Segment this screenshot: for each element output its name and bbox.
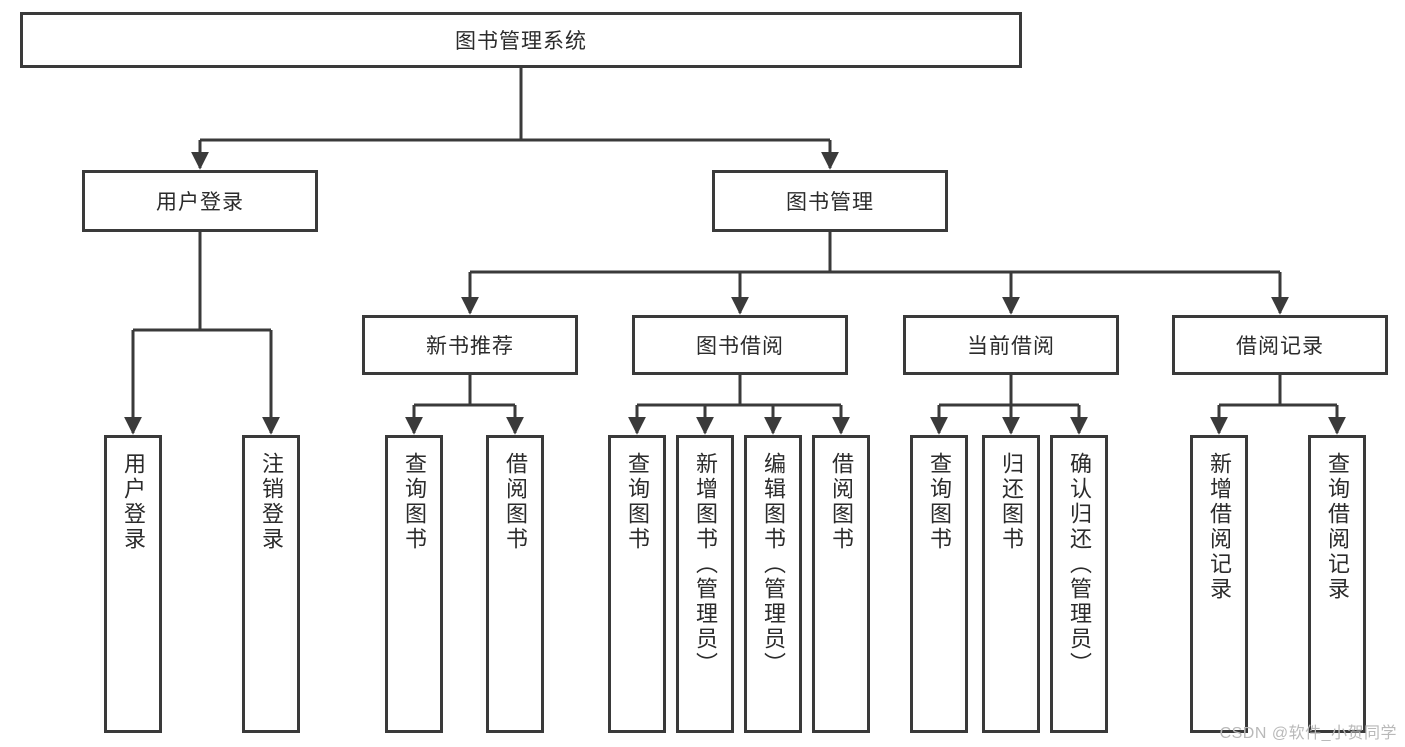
node-label: 图书借阅 [696, 335, 784, 358]
node-leaf-user-login[interactable]: 用户登录 [104, 435, 162, 733]
node-leaf-add-book[interactable]: 新增图书（管理员） [676, 435, 734, 733]
node-label: 图书管理 [786, 191, 874, 214]
node-label: 新书推荐 [426, 335, 514, 358]
node-leaf-add-record[interactable]: 新增借阅记录 [1190, 435, 1248, 733]
node-book-borrow[interactable]: 图书借阅 [632, 315, 848, 375]
node-label: 归还图书 [998, 452, 1024, 552]
node-current-borrow[interactable]: 当前借阅 [903, 315, 1119, 375]
node-user-login[interactable]: 用户登录 [82, 170, 318, 232]
node-label: 查询图书 [401, 452, 427, 552]
node-label: 查询图书 [624, 452, 650, 552]
node-label: 用户登录 [120, 452, 146, 552]
node-root[interactable]: 图书管理系统 [20, 12, 1022, 68]
node-label: 新增借阅记录 [1206, 452, 1232, 602]
node-leaf-edit-book[interactable]: 编辑图书（管理员） [744, 435, 802, 733]
node-leaf-query-book-3[interactable]: 查询图书 [910, 435, 968, 733]
node-label: 图书管理系统 [455, 30, 587, 53]
node-new-book-recommend[interactable]: 新书推荐 [362, 315, 578, 375]
node-leaf-return-book[interactable]: 归还图书 [982, 435, 1040, 733]
node-label: 借阅记录 [1236, 335, 1324, 358]
node-label: 注销登录 [258, 452, 284, 552]
node-leaf-logout[interactable]: 注销登录 [242, 435, 300, 733]
node-label: 编辑图书（管理员） [760, 452, 786, 677]
node-label: 查询借阅记录 [1324, 452, 1350, 602]
csdn-watermark: CSDN @软件_小贺同学 [1219, 725, 1397, 742]
node-book-manage[interactable]: 图书管理 [712, 170, 948, 232]
node-leaf-confirm-return[interactable]: 确认归还（管理员） [1050, 435, 1108, 733]
node-label: 查询图书 [926, 452, 952, 552]
node-label: 用户登录 [156, 191, 244, 214]
node-leaf-borrow-book-2[interactable]: 借阅图书 [812, 435, 870, 733]
node-borrow-record[interactable]: 借阅记录 [1172, 315, 1388, 375]
node-leaf-query-record[interactable]: 查询借阅记录 [1308, 435, 1366, 733]
node-label: 确认归还（管理员） [1066, 452, 1092, 677]
node-leaf-query-book-1[interactable]: 查询图书 [385, 435, 443, 733]
node-label: 当前借阅 [967, 335, 1055, 358]
node-label: 借阅图书 [502, 452, 528, 552]
node-leaf-query-book-2[interactable]: 查询图书 [608, 435, 666, 733]
node-label: 新增图书（管理员） [692, 452, 718, 677]
node-label: 借阅图书 [828, 452, 854, 552]
node-leaf-borrow-book-1[interactable]: 借阅图书 [486, 435, 544, 733]
